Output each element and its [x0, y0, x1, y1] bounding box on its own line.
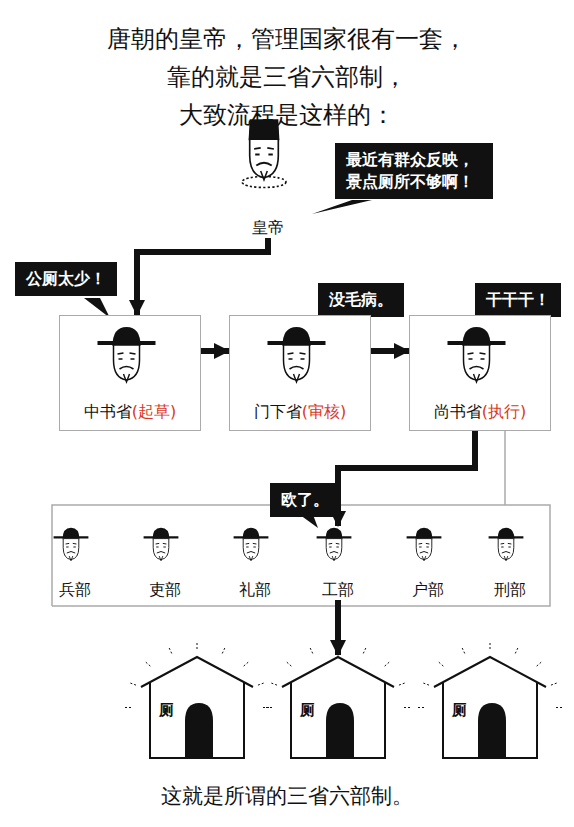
- ray-stroke: [363, 647, 366, 653]
- toilet-building: 厕: [280, 655, 396, 760]
- ray-stroke: [222, 647, 225, 653]
- ray-stroke: [286, 661, 292, 666]
- ray-stroke: [515, 647, 518, 653]
- flow-arrow: [201, 348, 229, 354]
- node-label: 礼部: [239, 580, 271, 599]
- ray-stroke: [399, 682, 406, 685]
- house-sign: 厕: [300, 701, 315, 720]
- ray-stroke: [270, 682, 277, 685]
- label-row: 刑部: [478, 580, 542, 600]
- label-row: 中书省(起草): [60, 402, 200, 422]
- official-figure: 兵部: [43, 526, 107, 600]
- caption: 这就是所谓的三省六部制。: [0, 782, 574, 810]
- label-row: 工部: [306, 580, 370, 600]
- official-figure: 礼部: [223, 526, 287, 600]
- office-box: 尚书省(执行): [409, 315, 551, 431]
- node-label: 户部: [412, 580, 444, 599]
- label-row: 皇帝: [229, 218, 307, 238]
- speech-bubble: 没毛病。: [318, 283, 404, 317]
- ray-stroke: [438, 661, 444, 666]
- ray-stroke: [263, 707, 271, 708]
- office-box: 中书省(起草): [59, 315, 201, 431]
- label-row: 兵部: [43, 580, 107, 600]
- ray-stroke: [244, 661, 250, 666]
- official-figure: 工部: [306, 526, 370, 600]
- node-label: 皇帝: [252, 218, 284, 237]
- node-label: (执行): [482, 402, 526, 421]
- house-outline: [280, 655, 396, 760]
- official-figure: 吏部: [133, 526, 197, 600]
- house-sign: 厕: [452, 701, 467, 720]
- node-label: 刑部: [494, 580, 526, 599]
- office-box: 门下省(审核): [229, 315, 371, 431]
- ray-stroke: [129, 682, 136, 685]
- ray-stroke: [404, 707, 412, 708]
- ray-stroke: [169, 647, 172, 653]
- bracket-line: [504, 431, 506, 505]
- node-label: 兵部: [59, 580, 91, 599]
- node-label: 中书省: [84, 402, 132, 421]
- house-sign: 厕: [159, 701, 174, 720]
- ray-stroke: [123, 707, 131, 708]
- ray-stroke: [145, 661, 151, 666]
- flow-arrow: [371, 348, 409, 354]
- bubble-text: 公厕太少！: [26, 269, 106, 288]
- label-row: 尚书省(执行): [410, 402, 550, 422]
- flow-arrow: [137, 238, 268, 315]
- bubble-tail: [312, 200, 372, 214]
- ray-stroke: [416, 707, 424, 708]
- house-outline: [432, 655, 548, 760]
- ray-stroke: [556, 707, 564, 708]
- node-label: 吏部: [149, 580, 181, 599]
- label-row: 门下省(审核): [230, 402, 370, 422]
- node-label: (起草): [132, 402, 176, 421]
- bubble-text: 欧了。: [281, 490, 329, 509]
- ministry-bracket: [52, 505, 550, 606]
- toilet-building: 厕: [432, 655, 548, 760]
- official-figure: 皇帝: [229, 116, 307, 238]
- label-row: 吏部: [133, 580, 197, 600]
- bubble-text: 没毛病。: [329, 290, 393, 309]
- node-label: 工部: [322, 580, 354, 599]
- title: 唐朝的皇帝，管理国家很有一套， 靠的就是三省六部制，大致流程是这样的：: [62, 20, 512, 134]
- ray-stroke: [385, 661, 391, 666]
- node-label: 门下省: [254, 402, 302, 421]
- ray-stroke: [264, 707, 272, 708]
- ray-stroke: [537, 661, 543, 666]
- bubble-text: 干干干！: [486, 290, 550, 309]
- speech-bubble: 干干干！: [475, 283, 561, 317]
- node-label: 尚书省: [434, 402, 482, 421]
- house-outline: [139, 655, 255, 760]
- speech-bubble: 欧了。: [270, 483, 340, 517]
- official-figure: 户部: [396, 526, 460, 600]
- speech-bubble: 公厕太少！: [15, 262, 117, 296]
- toilet-building: 厕: [139, 655, 255, 760]
- ray-stroke: [490, 642, 491, 649]
- flow-arrow: [335, 600, 341, 655]
- label-row: 礼部: [223, 580, 287, 600]
- label-row: 户部: [396, 580, 460, 600]
- ray-stroke: [197, 642, 198, 649]
- flow-arrow: [338, 431, 475, 526]
- bubble-text: 最近有群众反映， 景点厕所不够啊！: [346, 150, 474, 191]
- ray-group: [123, 642, 564, 708]
- ray-stroke: [462, 647, 465, 653]
- ray-stroke: [310, 647, 313, 653]
- ray-stroke: [551, 682, 558, 685]
- official-figure: 刑部: [478, 526, 542, 600]
- speech-bubble: 最近有群众反映， 景点厕所不够啊！: [335, 143, 493, 199]
- node-label: (审核): [302, 402, 346, 421]
- ray-stroke: [422, 682, 429, 685]
- ray-stroke: [258, 682, 265, 685]
